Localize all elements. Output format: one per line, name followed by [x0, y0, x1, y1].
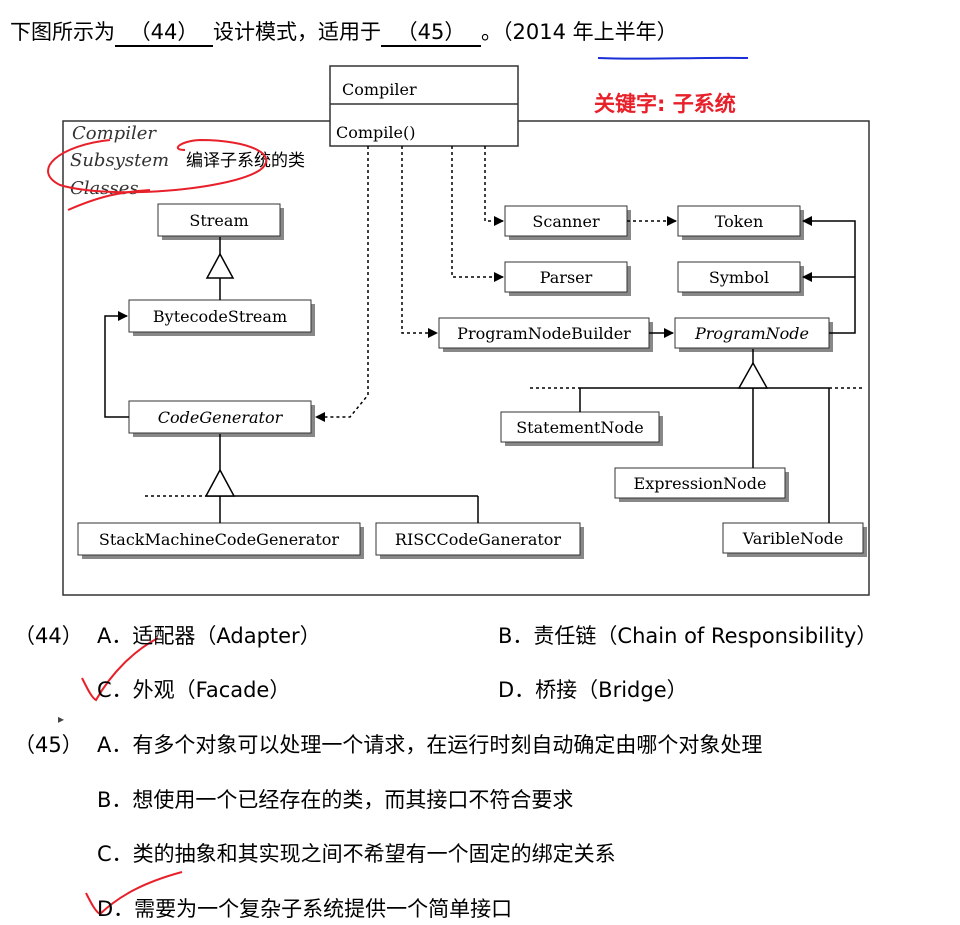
q45-option-d[interactable]: D．需要为一个复杂子系统提供一个简单接口	[97, 893, 512, 923]
frame-label-line1: Compiler	[72, 123, 157, 144]
inheritance-program-nodes	[530, 349, 862, 523]
statement-node-label: StatementNode	[516, 418, 644, 437]
program-node-builder-box: ProgramNodeBuilder	[438, 317, 653, 352]
expression-node-box: ExpressionNode	[614, 467, 789, 502]
q44-option-c-text: 外观（Facade）	[132, 678, 291, 702]
codegen-to-bytecode-arrow	[104, 311, 129, 418]
red-stroke-annotation	[67, 189, 151, 211]
blank-44: （44）	[115, 19, 213, 47]
parser-label: Parser	[540, 268, 593, 287]
variable-node-label: VaribleNode	[742, 529, 844, 548]
stream-label: Stream	[189, 211, 248, 230]
q45-option-a[interactable]: A．有多个对象可以处理一个请求，在运行时刻自动确定由哪个对象处理	[97, 729, 762, 759]
symbol-box: Symbol	[677, 261, 804, 296]
q44-option-b[interactable]: B．责任链（Chain of Responsibility）	[498, 620, 877, 650]
q45-option-a-text: 有多个对象可以处理一个请求，在运行时刻自动确定由哪个对象处理	[132, 733, 763, 757]
facade-dependencies	[315, 146, 677, 422]
red-check-45	[85, 871, 183, 916]
token-box: Token	[677, 205, 804, 240]
blue-underline-annotation	[597, 56, 749, 60]
q45-option-b-text: 想使用一个已经存在的类，而其接口不符合要求	[132, 788, 574, 812]
bytecode-stream-label: BytecodeStream	[153, 307, 287, 326]
code-generator-label: CodeGenerator	[158, 408, 284, 427]
scanner-label: Scanner	[532, 212, 600, 231]
q45-option-c-letter: C．	[97, 842, 133, 866]
stream-box: Stream	[157, 203, 284, 240]
q45-option-c[interactable]: C．类的抽象和其实现之间不希望有一个固定的绑定关系	[97, 838, 616, 868]
risc-box: RISCCodeGanerator	[375, 522, 584, 559]
inheritance-code-generators	[145, 434, 479, 523]
mouse-cursor-icon: ▸	[58, 712, 65, 726]
red-circle-annotation	[47, 138, 268, 194]
q44-option-a-text: 适配器（Adapter）	[132, 624, 321, 648]
compiler-class-name: Compiler	[342, 80, 417, 99]
parser-box: Parser	[504, 261, 631, 296]
q45-number: （45）	[14, 733, 83, 757]
bytecode-stream-box: BytecodeStream	[128, 299, 315, 336]
q44-option-c-letter: C．	[97, 678, 133, 702]
frame-label-line2: Subsystem	[70, 150, 169, 171]
question-prefix: 下图所示为	[10, 20, 115, 44]
keyword-annotation: 关键字: 子系统	[594, 92, 736, 116]
risc-label: RISCCodeGanerator	[395, 530, 562, 549]
q45-option-c-text: 类的抽象和其实现之间不希望有一个固定的绑定关系	[132, 842, 616, 866]
q44-option-c[interactable]: C．外观（Facade）	[97, 674, 290, 704]
question-title: 下图所示为（44）设计模式，适用于（45）。（2014 年上半年）	[10, 16, 678, 47]
q45-option-b[interactable]: B．想使用一个已经存在的类，而其接口不符合要求	[97, 784, 573, 814]
program-node-builder-label: ProgramNodeBuilder	[457, 324, 631, 343]
token-label: Token	[715, 212, 764, 231]
code-generator-box: CodeGenerator	[128, 400, 315, 437]
compiler-facade-box: Compiler Compile()	[329, 65, 519, 147]
q44-number: （44）	[14, 624, 83, 648]
stack-machine-label: StackMachineCodeGenerator	[99, 530, 340, 549]
red-check-44	[81, 637, 159, 702]
inheritance-bytecode-stream	[205, 237, 235, 300]
question-suffix: 。（	[481, 20, 513, 44]
q44-option-b-letter: B．	[498, 624, 534, 648]
q45-option-d-text: 需要为一个复杂子系统提供一个简单接口	[134, 897, 513, 921]
q44-option-d-text: 桥接（Bridge）	[535, 678, 688, 702]
compile-method: Compile()	[336, 123, 415, 142]
q45-option-a-letter: A．	[97, 733, 133, 757]
question-year: 2014	[512, 20, 566, 44]
blank-45: （45）	[381, 19, 481, 47]
program-node-label: ProgramNode	[694, 324, 809, 343]
q45-option-d-letter: D．	[97, 897, 135, 921]
frame-label-line2-cn: 编译子系统的类	[186, 151, 305, 171]
symbol-label: Symbol	[709, 268, 769, 287]
question-middle: 设计模式，适用于	[213, 20, 381, 44]
expression-node-label: ExpressionNode	[634, 474, 767, 493]
q44-option-a-letter: A．	[97, 624, 133, 648]
q44-option-a[interactable]: A．适配器（Adapter）	[97, 620, 321, 650]
program-node-box: ProgramNode	[674, 317, 833, 352]
q44-option-d-letter: D．	[498, 678, 536, 702]
program-node-to-token-symbol	[802, 216, 856, 334]
variable-node-box: VaribleNode	[722, 522, 867, 557]
q44-option-b-text: 责任链（Chain of Responsibility）	[533, 624, 878, 648]
stack-machine-box: StackMachineCodeGenerator	[77, 522, 364, 559]
q44-option-d[interactable]: D．桥接（Bridge）	[498, 674, 688, 704]
scanner-box: Scanner	[504, 205, 631, 240]
statement-node-box: StatementNode	[500, 411, 663, 446]
q45-option-b-letter: B．	[97, 788, 133, 812]
question-year-tail: 年上半年）	[572, 20, 678, 44]
